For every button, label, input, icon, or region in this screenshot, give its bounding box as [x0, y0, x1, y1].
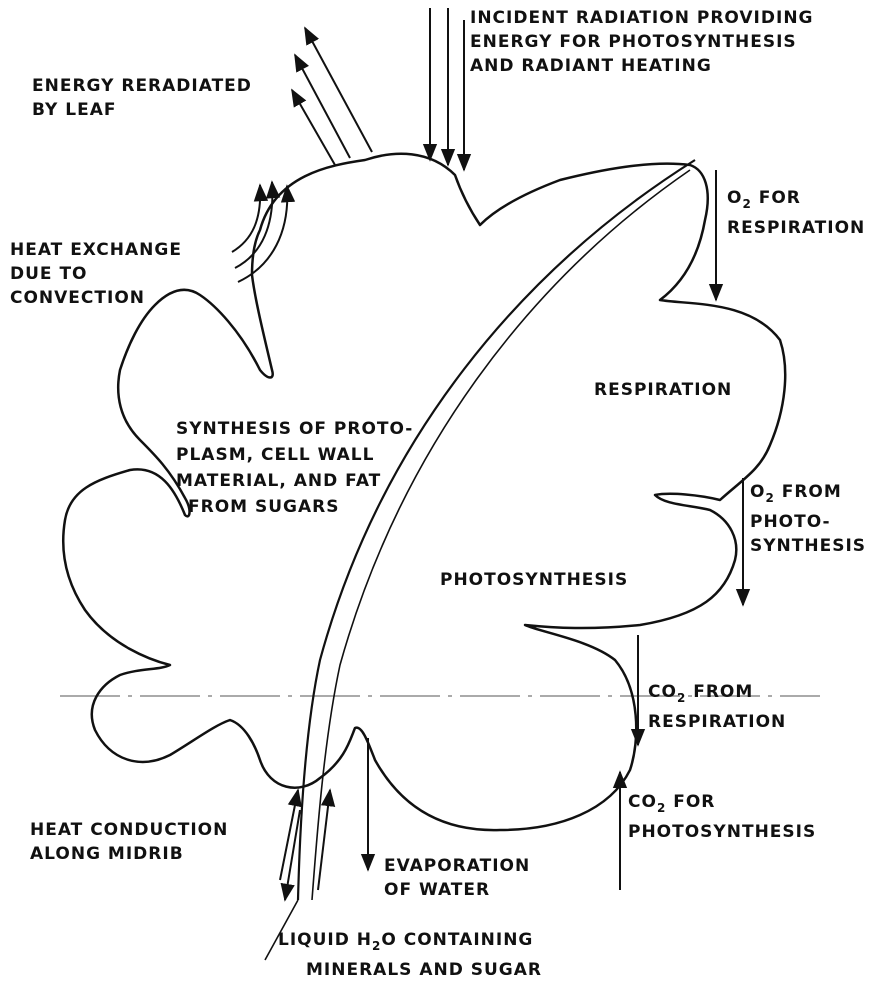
- co2-text: CO: [628, 792, 657, 812]
- heat-conduction-line-1: HEAT CONDUCTION: [30, 818, 228, 842]
- o2-photosynthesis-line-2: PHOTO-: [750, 510, 866, 534]
- o2-respiration-line-2: RESPIRATION: [727, 216, 865, 240]
- heat-conduction-label: HEAT CONDUCTION ALONG MIDRIB: [30, 818, 228, 866]
- respiration-text: RESPIRATION: [594, 378, 732, 402]
- liquid-water-line-1: LIQUID H2O CONTAINING: [278, 928, 542, 958]
- heat-convection-label: HEAT EXCHANGE DUE TO CONVECTION: [10, 238, 182, 310]
- midrib: [298, 160, 695, 900]
- co2-subscript: 2: [657, 801, 666, 815]
- o2-text: O: [727, 188, 742, 208]
- reradiated-line-1: ENERGY RERADIATED: [32, 74, 252, 98]
- o2-respiration-line-1: O2 FOR: [727, 186, 865, 216]
- co2-text: CO: [648, 682, 677, 702]
- incident-radiation-line-3: AND RADIANT HEATING: [470, 54, 814, 78]
- co2-photosynthesis-line-2: PHOTOSYNTHESIS: [628, 820, 816, 844]
- liquid-water-label: LIQUID H2O CONTAINING MINERALS AND SUGAR: [278, 928, 542, 982]
- reradiated-arrow-1: [292, 90, 335, 165]
- synthesis-line-2: PLASM, CELL WALL: [176, 442, 413, 468]
- heat-convection-line-1: HEAT EXCHANGE: [10, 238, 182, 262]
- evaporation-line-1: EVAPORATION: [384, 854, 530, 878]
- synthesis-line-4: FROM SUGARS: [176, 494, 413, 520]
- heat-convection-line-3: CONVECTION: [10, 286, 182, 310]
- incident-radiation-line-1: INCIDENT RADIATION PROVIDING: [470, 6, 814, 30]
- evaporation-label: EVAPORATION OF WATER: [384, 854, 530, 902]
- heat-conduction-line-2: ALONG MIDRIB: [30, 842, 228, 866]
- liquid-water-line-2: MINERALS AND SUGAR: [278, 958, 542, 982]
- o2-text: O: [750, 482, 765, 502]
- for-text: FOR: [666, 792, 715, 812]
- synthesis-label: SYNTHESIS OF PROTO- PLASM, CELL WALL MAT…: [176, 416, 413, 520]
- reradiated-label: ENERGY RERADIATED BY LEAF: [32, 74, 252, 122]
- photosynthesis-region-label: PHOTOSYNTHESIS: [440, 568, 628, 592]
- o2-respiration-label: O2 FOR RESPIRATION: [727, 186, 865, 240]
- synthesis-line-1: SYNTHESIS OF PROTO-: [176, 416, 413, 442]
- convection-arrow-3: [238, 186, 287, 282]
- co2-photosynthesis-label: CO2 FOR PHOTOSYNTHESIS: [628, 790, 816, 844]
- o2-photosynthesis-line-3: SYNTHESIS: [750, 534, 866, 558]
- synthesis-line-3: MATERIAL, AND FAT: [176, 468, 413, 494]
- reradiated-line-2: BY LEAF: [32, 98, 252, 122]
- co2-respiration-label: CO2 FROM RESPIRATION: [648, 680, 786, 734]
- heat-convection-line-2: DUE TO: [10, 262, 182, 286]
- convection-arrow-2: [235, 182, 272, 268]
- from-text: FROM: [775, 482, 842, 502]
- o2-photosynthesis-label: O2 FROM PHOTO- SYNTHESIS: [750, 480, 866, 558]
- evaporation-line-2: OF WATER: [384, 878, 530, 902]
- reradiated-arrow-3: [305, 28, 372, 152]
- for-text: FOR: [752, 188, 801, 208]
- o2-photosynthesis-line-1: O2 FROM: [750, 480, 866, 510]
- from-text: FROM: [686, 682, 753, 702]
- incident-radiation-line-2: ENERGY FOR PHOTOSYNTHESIS: [470, 30, 814, 54]
- liquid-h-text: LIQUID H: [278, 930, 372, 950]
- incident-radiation-label: INCIDENT RADIATION PROVIDING ENERGY FOR …: [470, 6, 814, 78]
- o2-subscript: 2: [765, 491, 774, 505]
- co2-respiration-line-2: RESPIRATION: [648, 710, 786, 734]
- o2-subscript: 2: [742, 197, 751, 211]
- respiration-region-label: RESPIRATION: [594, 378, 732, 402]
- o-containing-text: O CONTAINING: [381, 930, 533, 950]
- co2-respiration-line-1: CO2 FROM: [648, 680, 786, 710]
- co2-subscript: 2: [677, 691, 686, 705]
- co2-photosynthesis-line-1: CO2 FOR: [628, 790, 816, 820]
- h2o-subscript: 2: [372, 939, 381, 953]
- photosynthesis-text: PHOTOSYNTHESIS: [440, 568, 628, 592]
